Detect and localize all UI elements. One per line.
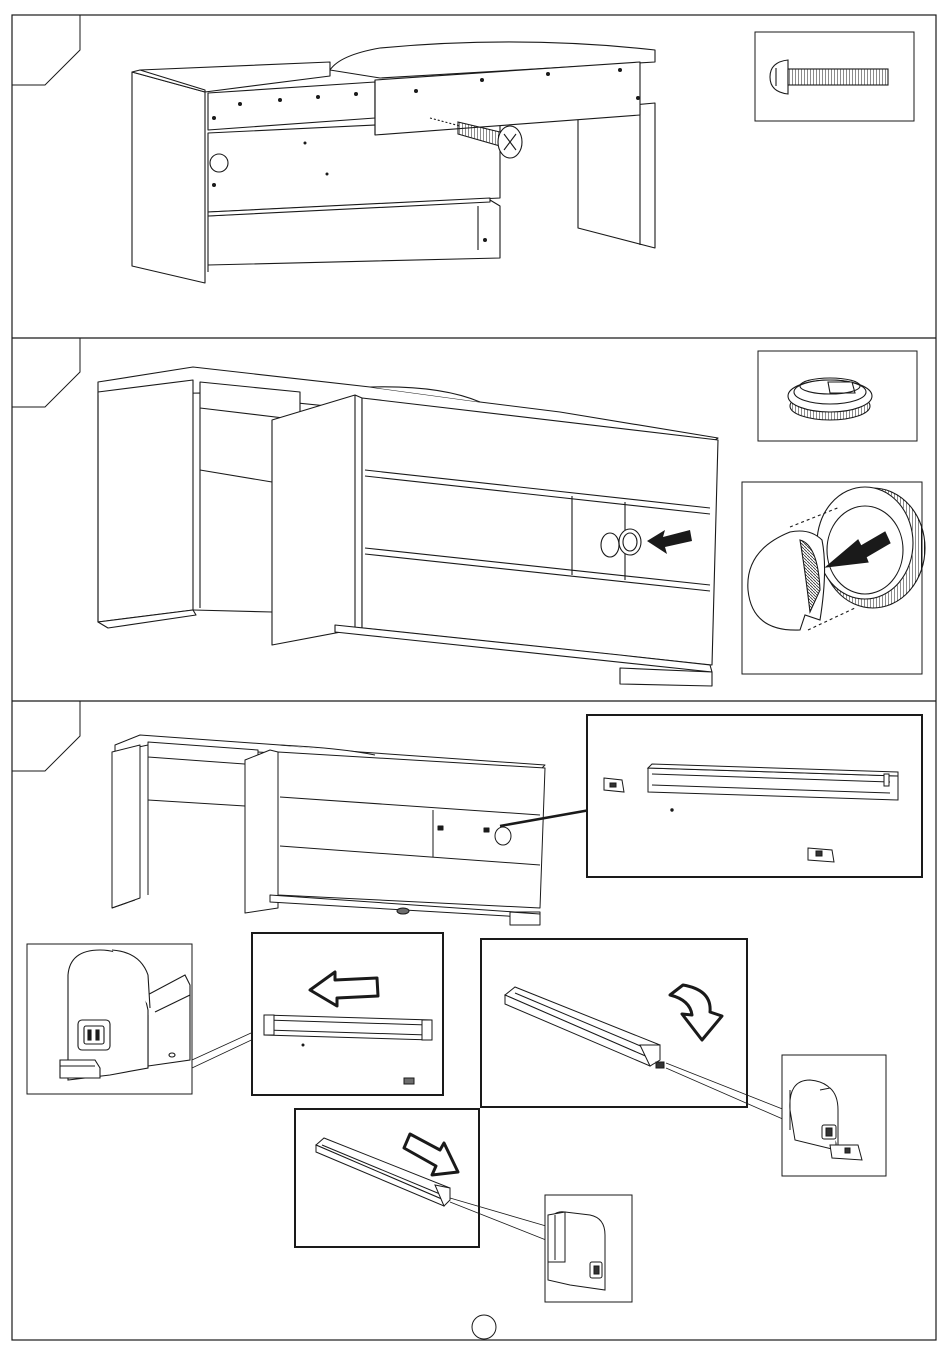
step-3-badge — [12, 701, 80, 771]
step-3-insert-detail — [295, 1109, 546, 1247]
step-3-desk-illustration — [112, 735, 590, 925]
step-3-slide-left-detail — [252, 933, 443, 1095]
step-3-end-plug-detail — [27, 944, 262, 1094]
step-2-desk-illustration — [98, 367, 718, 686]
step-1-screw-detail — [755, 32, 914, 121]
step-1-desk-illustration — [132, 42, 655, 283]
page-number-circle — [472, 1315, 496, 1339]
step-3-end-cap-detail-2 — [545, 1195, 632, 1302]
grommet-icon — [788, 378, 872, 420]
step-1-badge — [12, 15, 80, 85]
step-3-rotate-detail — [481, 939, 785, 1120]
step-2-badge — [12, 338, 80, 407]
step-3-light-bar-detail — [587, 715, 922, 877]
step-3-end-cap-detail — [782, 1055, 886, 1176]
step-2-grommet-cap-detail — [742, 482, 925, 674]
step-2-grommet-detail — [758, 351, 917, 441]
